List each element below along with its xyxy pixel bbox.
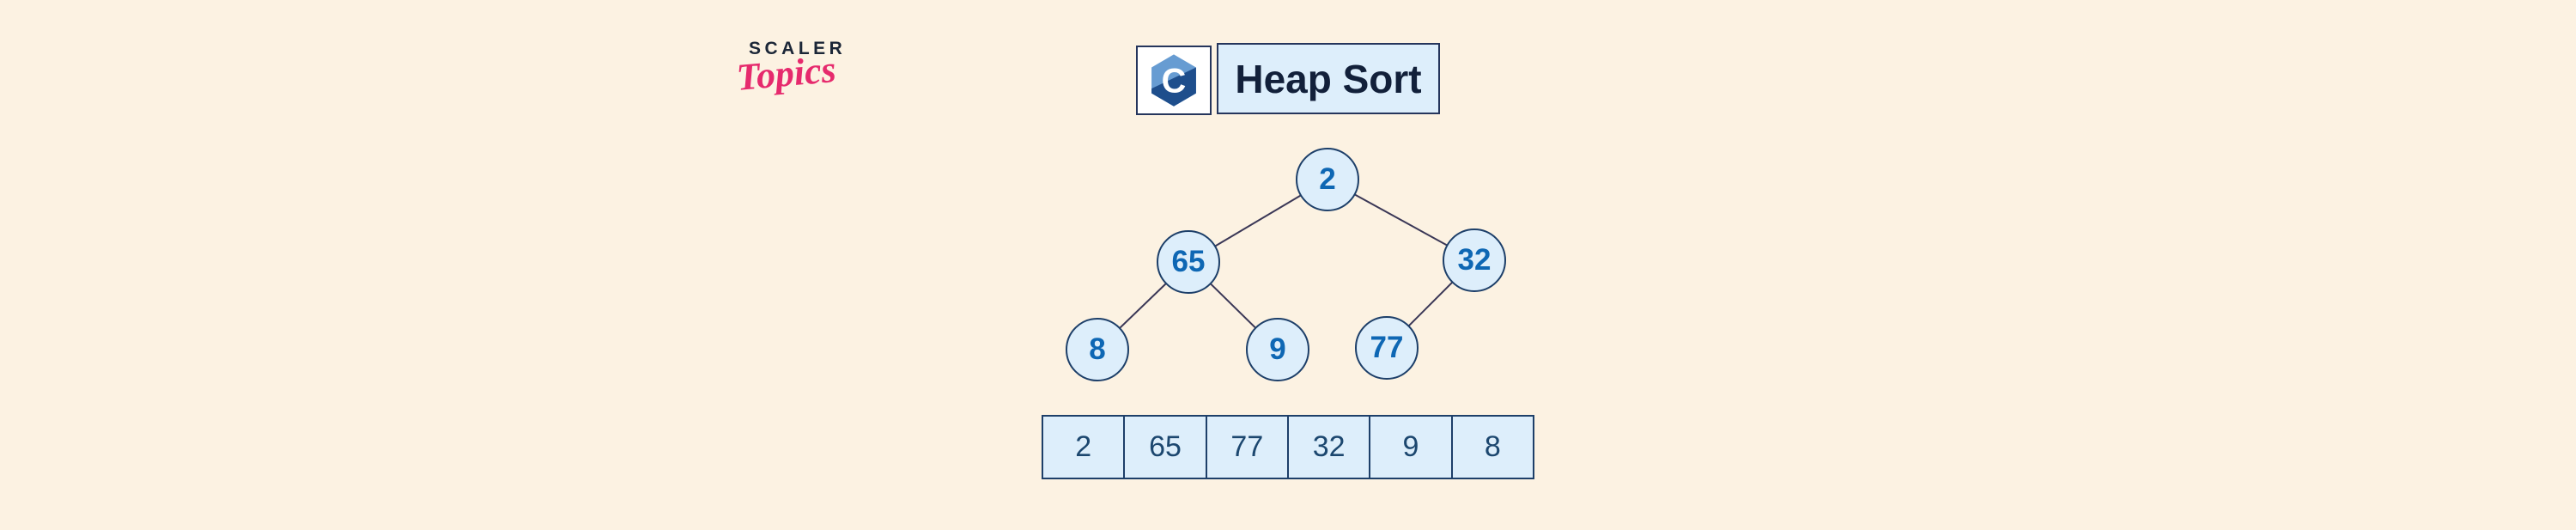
array-cell-value: 32 <box>1312 430 1346 463</box>
scaler-wordmark: SCALER <box>749 39 847 58</box>
array-cell-value: 8 <box>1484 430 1501 463</box>
array-cell: 65 <box>1123 415 1207 479</box>
array-cell: 8 <box>1450 415 1534 479</box>
tree-node-value: 2 <box>1319 162 1336 196</box>
tree-node-root: 2 <box>1296 148 1359 211</box>
tree-node-value: 77 <box>1370 331 1404 364</box>
tree-node-value: 8 <box>1089 332 1106 366</box>
tree-node-right: 32 <box>1443 228 1506 292</box>
c-language-logo: C <box>1136 46 1212 115</box>
tree-node-value: 32 <box>1457 243 1492 277</box>
tree-node-left-left: 8 <box>1066 318 1129 381</box>
array-cell-value: 9 <box>1402 430 1419 463</box>
array-cell: 2 <box>1042 415 1126 479</box>
page-title: Heap Sort <box>1235 56 1422 101</box>
array-cell-value: 77 <box>1230 430 1264 463</box>
title-box: Heap Sort <box>1217 43 1440 114</box>
scaler-topics-logo: SCALER Topics <box>735 40 872 125</box>
array-cell: 32 <box>1286 415 1371 479</box>
c-hexagon-icon: C <box>1151 53 1196 107</box>
c-logo-letter: C <box>1162 62 1187 100</box>
tree-node-value: 65 <box>1171 245 1206 278</box>
array-cell: 77 <box>1205 415 1289 479</box>
array-cell-value: 2 <box>1075 430 1092 463</box>
tree-node-value: 9 <box>1269 332 1286 366</box>
tree-node-left-right: 9 <box>1246 318 1309 381</box>
c-hexagon-dark <box>1151 66 1196 107</box>
tree-node-left: 65 <box>1157 230 1220 294</box>
array-cell: 9 <box>1369 415 1453 479</box>
tree-node-right-left: 77 <box>1355 316 1419 380</box>
array-cell-value: 65 <box>1149 430 1182 463</box>
array-representation: 2 65 77 32 9 8 <box>1042 415 1534 479</box>
